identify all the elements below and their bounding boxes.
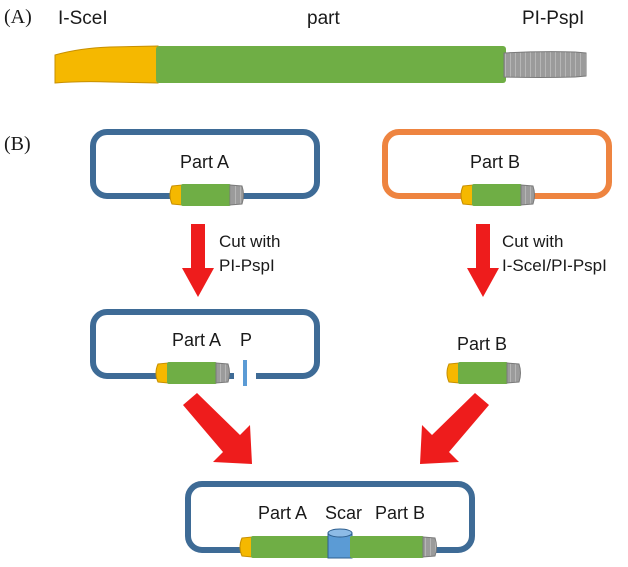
pspi-site-label: PI-PspI [522,8,585,29]
arrow-ligate-left [183,393,252,464]
plasmid-b-label: Part B [470,152,521,172]
result-part-b-label: Part B [375,503,426,523]
panel-a-construct [54,45,587,84]
part-body-large [156,46,506,83]
plasmid-a-label: Part A [180,152,230,172]
pspi-site-large [503,51,587,78]
plasmid-result [185,481,475,559]
cut-left-line1: Cut with [219,232,281,251]
isce-site-label: I-SceI [58,8,108,29]
cut-right-line2: I-SceI/PI-PspI [502,256,607,275]
sticky-end-label: P [240,330,253,350]
panel-b-label: (B) [4,133,31,155]
isce-site-large [54,45,159,84]
plasmid-cut-part-a [90,309,320,386]
plasmid-part-b [382,129,612,206]
result-scar-label: Scar [325,503,363,523]
pspi-sticky-end [243,360,247,386]
arrow-cut-part-b [467,224,499,297]
cut-right-line1: Cut with [502,232,564,251]
fragment-part-b [446,362,521,384]
fragment-label: Part B [457,334,508,354]
result-part-a-label: Part A [258,503,308,523]
arrow-ligate-right [420,393,489,464]
plasmid-part-a [90,129,320,206]
scar-cylinder [327,528,353,559]
cut-left-line2: PI-PspI [219,256,275,275]
part-label: part [307,8,340,29]
panel-a-label: (A) [4,6,32,28]
cut-plasmid-label: Part A [172,330,222,350]
arrow-cut-part-a [182,224,214,297]
